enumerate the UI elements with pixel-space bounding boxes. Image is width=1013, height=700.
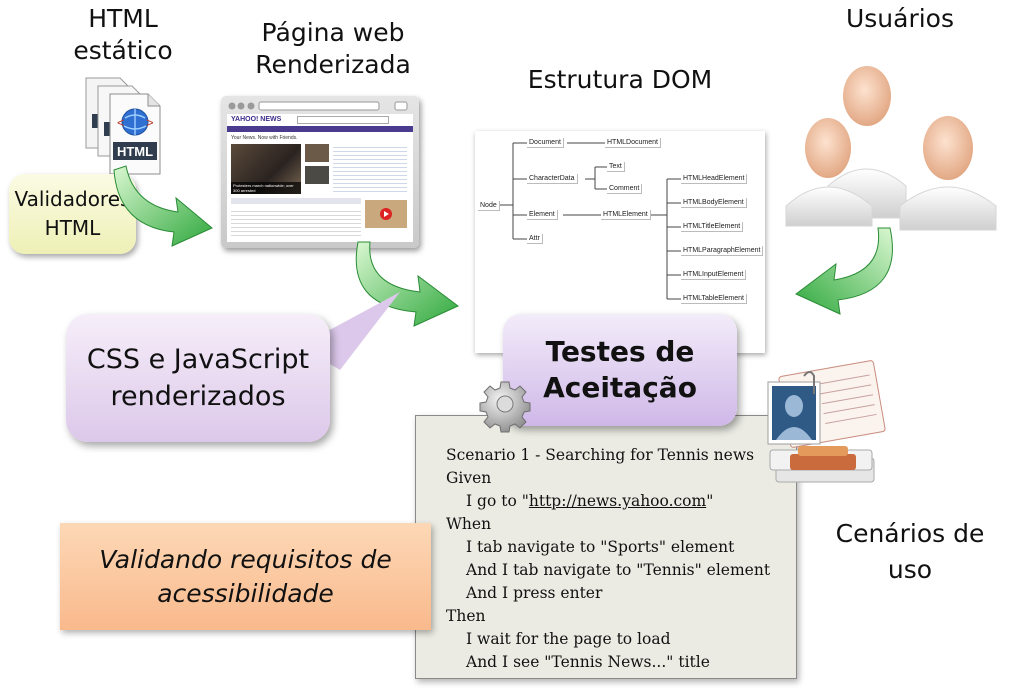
testes-line2: Aceitação	[543, 371, 697, 404]
user-right-icon	[899, 116, 997, 231]
news-section-bar	[231, 198, 361, 204]
browser-viewport: YAHOO! NEWS Your News. Now with Friends.…	[227, 114, 413, 242]
label-html-estatico-line2: estático	[73, 36, 173, 65]
dom-node-node: Node	[478, 201, 500, 211]
testes-aceitacao-box: Testes de Aceitação	[503, 314, 737, 426]
dom-node-htmltable: HTMLTableElement	[681, 294, 747, 304]
news-thumb-1	[305, 144, 329, 162]
scenario-panel: Scenario 1 - Searching for Tennis news G…	[415, 415, 797, 679]
scenario-when: When	[446, 515, 492, 533]
dom-node-htmlparagraph: HTMLParagraphElement	[681, 246, 764, 256]
scenario-step-enter: And I press enter	[466, 584, 603, 602]
site-logo: YAHOO! NEWS	[231, 116, 282, 123]
user-left-icon	[785, 118, 873, 227]
svg-text:>: >	[146, 115, 154, 130]
browser-toolbar	[228, 101, 408, 111]
validando-acessibilidade-box: Validando requisitos de acessibilidade	[60, 523, 431, 630]
scenario-url-link[interactable]: http://news.yahoo.com	[528, 492, 707, 510]
validadores-html-box: Validadores HTML	[9, 174, 136, 254]
testes-line1: Testes de	[545, 335, 695, 368]
html-file-stack-icon: < >	[85, 77, 161, 175]
label-html-estatico: HTML estático	[58, 3, 188, 67]
label-html-estatico-line1: HTML	[88, 4, 158, 33]
news-caption: Protesters march nationwide; over 300 ar…	[233, 183, 294, 193]
scenario-step-tennis: And I tab navigate to "Tennis" element	[466, 561, 771, 579]
back-icon	[228, 102, 236, 110]
reload-icon	[247, 102, 255, 110]
label-pagina-web-line1: Página web	[261, 18, 405, 47]
label-pagina-web-line2: Renderizada	[255, 50, 411, 79]
search-field	[394, 101, 408, 111]
validando-line2: acessibilidade	[157, 578, 334, 608]
validadores-line2: HTML	[44, 216, 101, 240]
dom-node-comment: Comment	[607, 184, 643, 194]
file-front-icon: < >	[109, 93, 161, 175]
arrow-html-to-browser-icon	[113, 165, 213, 247]
step-go-prefix: I go to "	[466, 492, 529, 510]
css-line2: renderizados	[110, 381, 286, 412]
card-stack-icon	[767, 360, 886, 483]
news-list	[333, 144, 407, 194]
address-bar	[258, 101, 380, 111]
gear-icon	[479, 381, 531, 433]
validadores-line1: Validadores	[14, 187, 131, 211]
scenario-step-see: And I see "Tennis News..." title	[466, 653, 710, 671]
validando-line1: Validando requisitos de	[99, 544, 392, 574]
news-caption-bar	[231, 182, 301, 194]
svg-text:<: <	[117, 115, 125, 130]
dom-node-htmlelement: HTMLElement	[601, 210, 651, 220]
label-pagina-web: Página web Renderizada	[238, 17, 428, 81]
dom-node-characterdata: CharacterData	[527, 174, 578, 184]
forward-icon	[237, 102, 245, 110]
dom-node-htmlhead: HTMLHeadElement	[681, 174, 748, 184]
play-icon	[380, 208, 392, 220]
dom-node-attr: Attr	[527, 234, 543, 244]
dom-node-document: Document	[527, 138, 564, 148]
dom-node-htmlbody: HTMLBodyElement	[681, 198, 747, 208]
dom-node-htmlinput: HTMLInputElement	[681, 270, 747, 280]
dom-node-htmltitle: HTMLTitleElement	[681, 222, 744, 232]
browser-window: YAHOO! NEWS Your News. Now with Friends.…	[221, 96, 419, 248]
step-go-suffix: "	[706, 492, 714, 510]
dom-node-htmldocument: HTMLDocument	[605, 138, 661, 148]
scenario-then: Then	[446, 607, 486, 625]
label-cenarios-line1: Cenários de	[835, 519, 985, 548]
css-javascript-box: CSS e JavaScript renderizados	[66, 314, 330, 442]
site-search	[297, 116, 389, 124]
scenario-step-sports: I tab navigate to "Sports" element	[466, 538, 735, 556]
scenario-given: Given	[446, 469, 492, 487]
arrow-users-to-dom-icon	[795, 227, 893, 315]
site-navbar	[227, 126, 413, 132]
paperclip-icon	[803, 371, 815, 394]
label-cenarios-line2: uso	[887, 555, 933, 584]
arrow-browser-to-dom-icon	[355, 241, 459, 327]
css-line1: CSS e JavaScript	[86, 344, 310, 375]
label-usuarios: Usuários	[845, 4, 955, 33]
label-cenarios: Cenários de uso	[820, 516, 1000, 588]
scenario-step-go: I go to "http://news.yahoo.com"	[446, 490, 770, 513]
file-icon-label: HTML	[116, 144, 154, 159]
label-estrutura-dom: Estrutura DOM	[527, 65, 713, 94]
news-thumb-2	[305, 166, 329, 184]
dom-node-element: Element	[527, 210, 558, 220]
dom-node-text: Text	[607, 162, 625, 172]
site-headline: Your News. Now with Friends.	[231, 135, 298, 141]
users-icon	[785, 66, 997, 231]
scenario-title: Scenario 1 - Searching for Tennis news	[446, 446, 755, 464]
dom-tree-lines	[499, 142, 681, 300]
news-lines	[231, 208, 361, 238]
address-book-icon	[767, 360, 886, 483]
scenario-step-wait: I wait for the page to load	[466, 630, 671, 648]
